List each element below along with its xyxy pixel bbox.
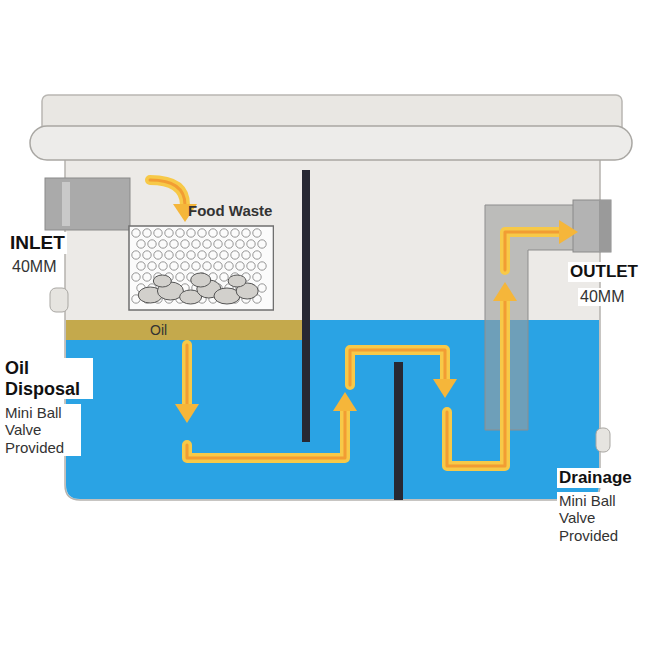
oil-disposal-valve	[50, 288, 68, 312]
inlet-label: INLET	[8, 232, 67, 254]
oil-layer: Oil	[66, 320, 302, 340]
oil-label: Oil	[66, 320, 302, 340]
outlet-size: 40MM	[578, 288, 626, 306]
outlet-label: OUTLET	[568, 262, 640, 282]
valve-note: Mini Ball Valve Provided	[3, 404, 81, 456]
food-waste-basket: Food Waste	[128, 202, 274, 311]
basket-holes	[132, 229, 266, 303]
inlet-pipe-band	[62, 182, 70, 226]
outlet-pipe	[485, 205, 578, 430]
drainage-valve	[596, 428, 610, 452]
flow-arrowheads	[173, 204, 578, 423]
oil-disposal-label: Oil Disposal	[3, 358, 93, 399]
outlet-fitting	[573, 200, 611, 252]
outlet-flange	[599, 200, 611, 252]
inlet-size: 40MM	[10, 258, 58, 276]
basket-label: Food Waste	[128, 202, 274, 222]
tank-body	[65, 150, 600, 500]
basket-mesh	[128, 225, 274, 311]
lid-rim	[30, 126, 632, 160]
baffle	[302, 170, 310, 442]
food-waste-stones	[138, 273, 258, 304]
baffle	[394, 362, 403, 500]
inlet-pipe	[45, 178, 130, 230]
drainage-label: Drainage	[557, 468, 634, 488]
basket-outline	[129, 226, 273, 310]
valve-note: Mini Ball Valve Provided	[557, 492, 637, 544]
